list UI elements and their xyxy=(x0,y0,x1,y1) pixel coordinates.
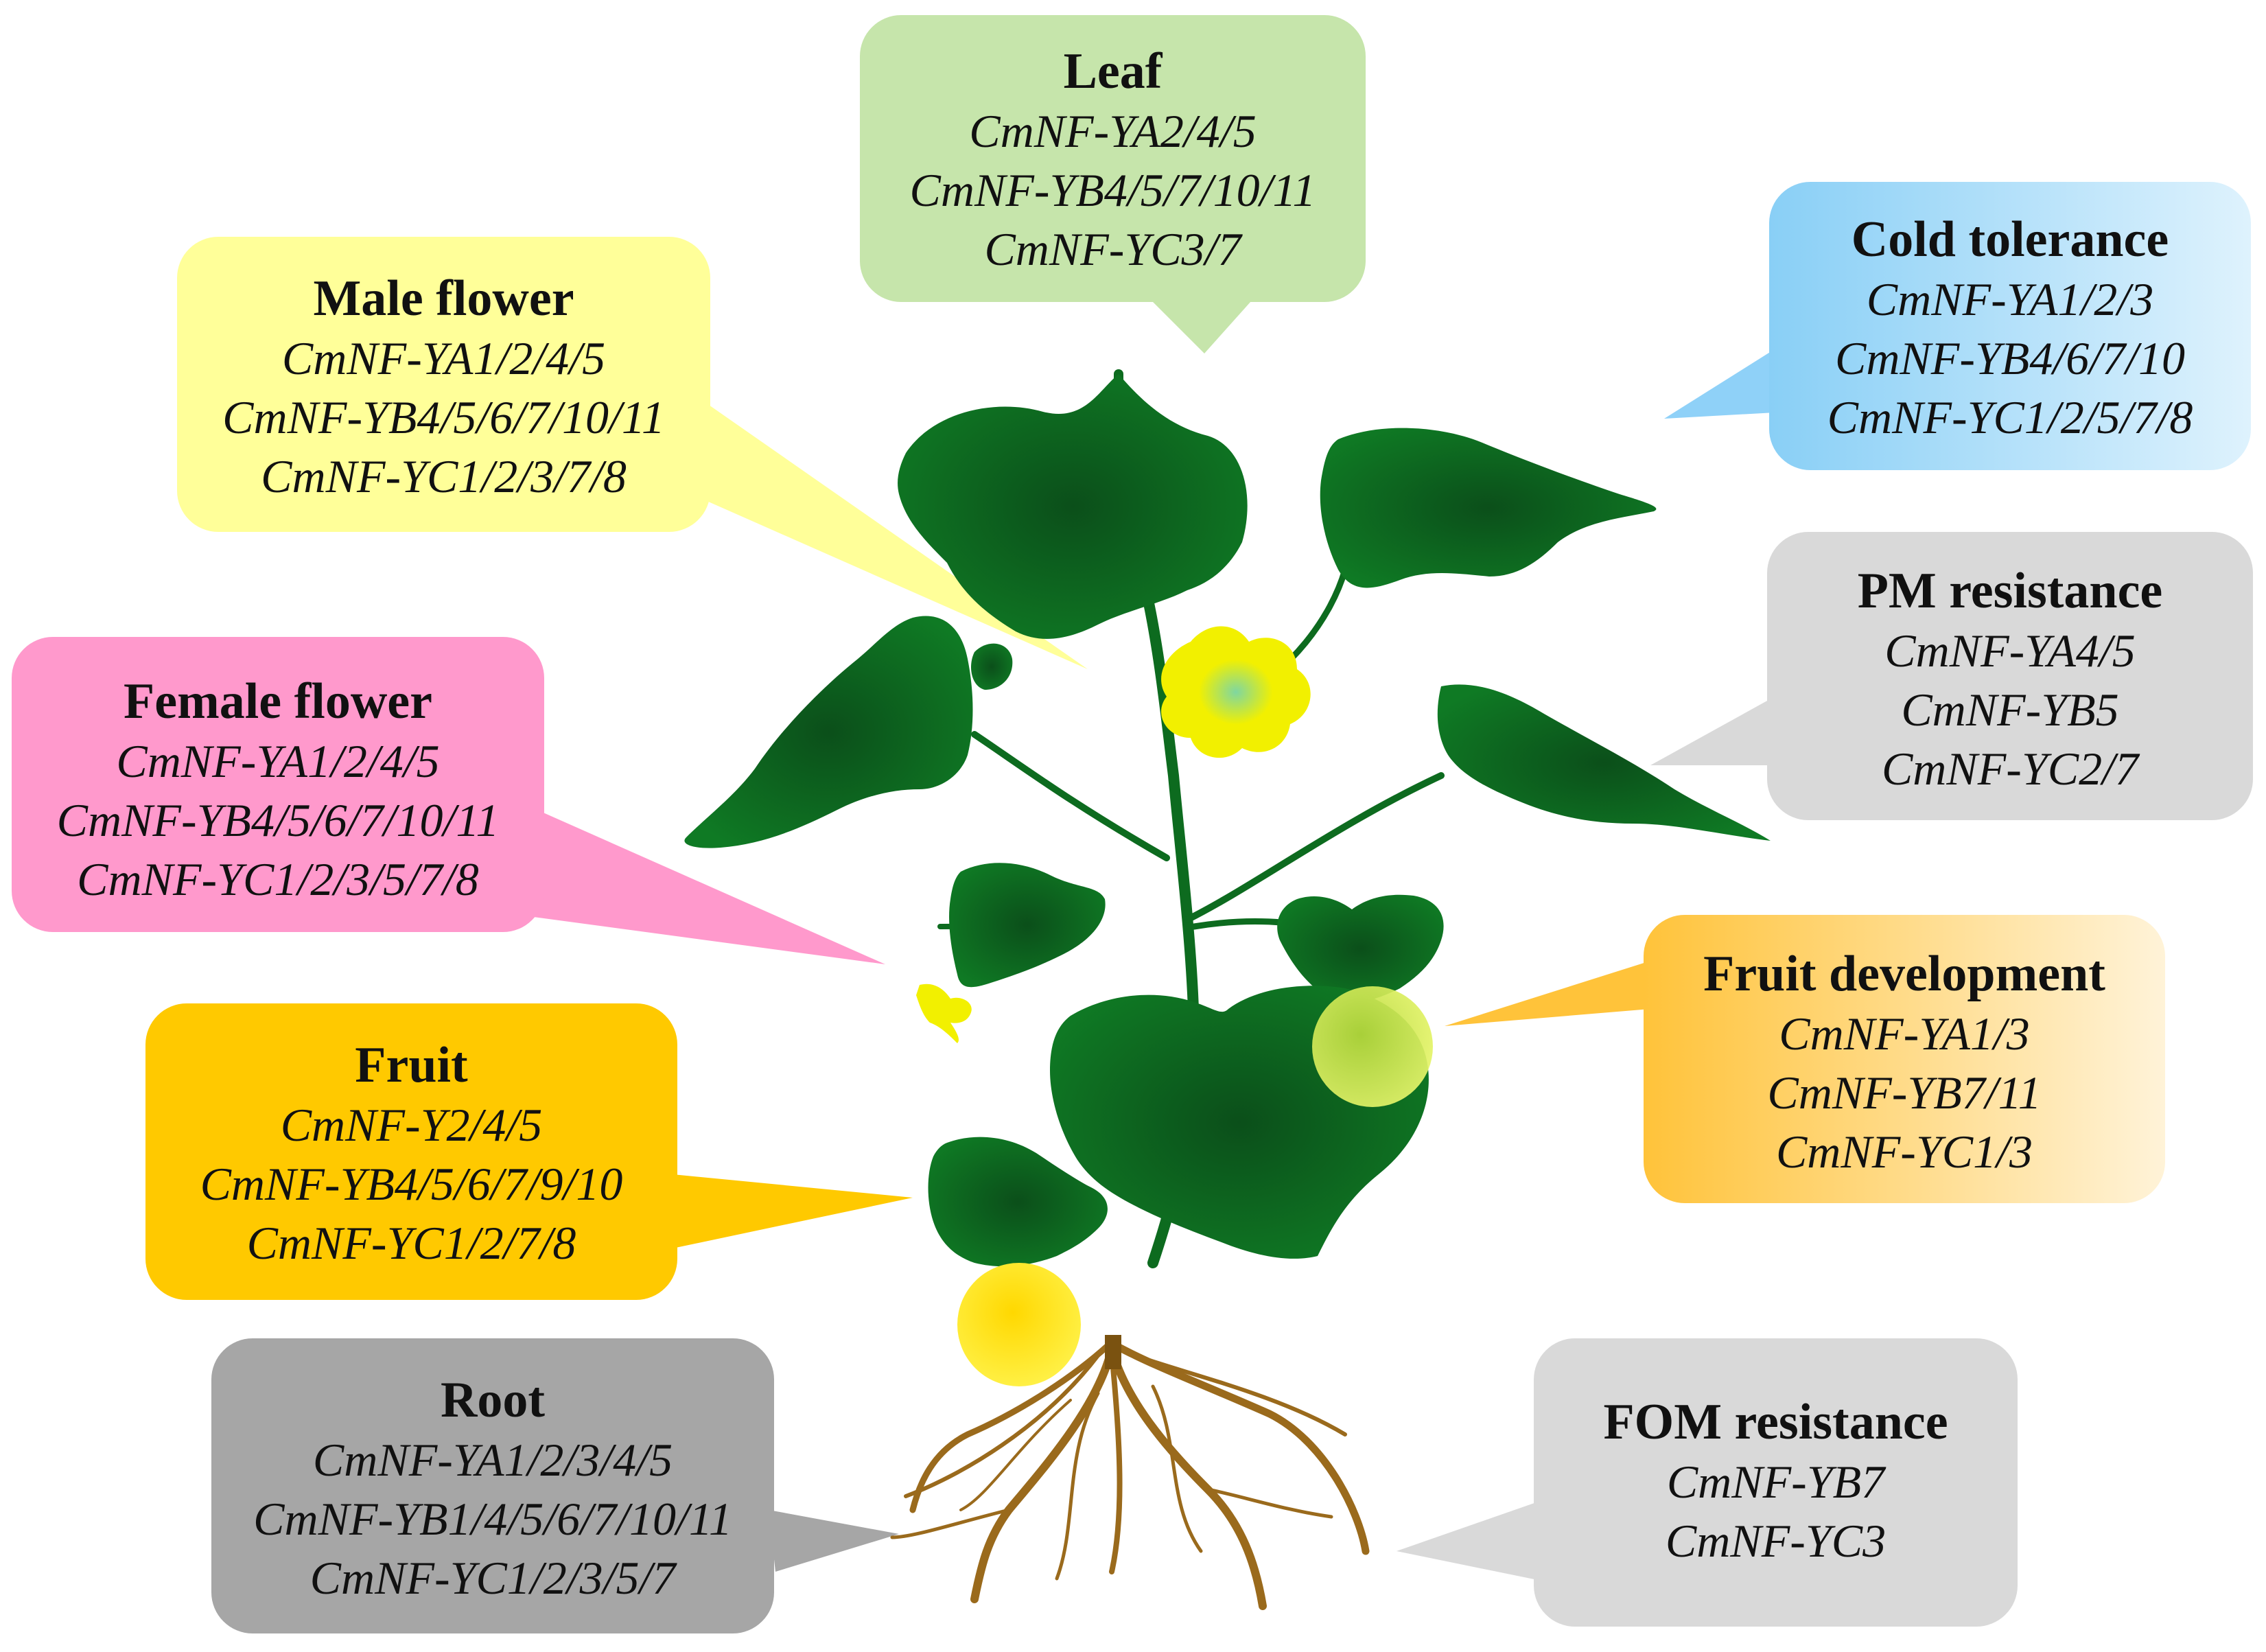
leaf-pointer xyxy=(1139,288,1263,353)
leaf-right xyxy=(1437,684,1771,841)
fruit-green xyxy=(1312,986,1433,1107)
root-gene-b: CmNF-YB1/4/5/6/7/10/11 xyxy=(253,1493,732,1545)
fruit-gene-b: CmNF-YB4/5/6/7/9/10 xyxy=(200,1158,623,1210)
pm-resistance-gene-a: CmNF-YA4/5 xyxy=(1884,625,2136,677)
leaf-gene-c: CmNF-YC3/7 xyxy=(984,223,1241,275)
leaf-bottom-left xyxy=(928,1137,1108,1267)
leaf-title: Leaf xyxy=(1063,43,1163,100)
pm-resistance-title: PM resistance xyxy=(1857,563,2163,619)
female-flower-gene-a: CmNF-YA1/2/4/5 xyxy=(116,735,440,787)
fom-resistance-pointer xyxy=(1397,1500,1547,1582)
leaf-gene-a: CmNF-YA2/4/5 xyxy=(969,105,1257,157)
root-collar xyxy=(1105,1335,1121,1369)
female-flower-gene-c: CmNF-YC1/2/3/5/7/8 xyxy=(77,853,479,905)
female-flower xyxy=(916,984,972,1043)
pm-resistance-gene-b: CmNF-YB5 xyxy=(1901,684,2119,736)
fom-resistance-title: FOM resistance xyxy=(1603,1394,1948,1450)
fruit-development-callout: Fruit development CmNF-YA1/3 CmNF-YB7/11… xyxy=(1644,915,2165,1203)
fom-resistance-gene-b: CmNF-YC3 xyxy=(1665,1515,1887,1567)
female-flower-pointer xyxy=(522,803,885,964)
leaf-small-right xyxy=(1277,894,1444,1003)
fruit-gene-a: CmNF-Y2/4/5 xyxy=(280,1099,543,1151)
cold-tolerance-gene-b: CmNF-YB4/6/7/10 xyxy=(1834,332,2186,384)
fruit-development-gene-a: CmNF-YA1/3 xyxy=(1779,1008,2030,1060)
root-gene-a: CmNF-YA1/2/3/4/5 xyxy=(312,1434,673,1486)
leaf-top xyxy=(898,374,1248,639)
male-flower-callout: Male flower CmNF-YA1/2/4/5 CmNF-YB4/5/6/… xyxy=(177,237,710,532)
leaf-left xyxy=(684,616,973,848)
fruit-development-title: Fruit development xyxy=(1703,946,2105,1002)
cold-tolerance-pointer xyxy=(1664,343,1788,419)
fruit-development-pointer xyxy=(1445,961,1650,1026)
pm-resistance-pointer xyxy=(1650,693,1784,765)
leaves xyxy=(684,374,1771,1267)
male-flower-title: Male flower xyxy=(313,270,574,327)
fruit-title: Fruit xyxy=(355,1037,468,1093)
male-flower xyxy=(1161,626,1311,758)
root-pointer xyxy=(769,1510,899,1572)
fruit-development-gene-b: CmNF-YB7/11 xyxy=(1767,1067,2042,1119)
fruit-pointer xyxy=(666,1174,913,1249)
leaf-gene-b: CmNF-YB4/5/7/10/11 xyxy=(909,164,1316,216)
roots xyxy=(890,1341,1370,1610)
fom-resistance-gene-a: CmNF-YB7 xyxy=(1666,1456,1885,1508)
leaf-left-lobe xyxy=(971,643,1013,690)
male-flower-gene-a: CmNF-YA1/2/4/5 xyxy=(281,332,606,384)
leaf-small-left xyxy=(949,863,1106,988)
root-title: Root xyxy=(440,1372,546,1428)
cold-tolerance-callout: Cold tolerance CmNF-YA1/2/3 CmNF-YB4/6/7… xyxy=(1769,182,2251,470)
female-flower-callout: Female flower CmNF-YA1/2/4/5 CmNF-YB4/5/… xyxy=(12,637,544,932)
pm-resistance-gene-c: CmNF-YC2/7 xyxy=(1881,743,2139,795)
fom-resistance-callout: FOM resistance CmNF-YB7 CmNF-YC3 xyxy=(1534,1338,2018,1627)
cold-tolerance-gene-a: CmNF-YA1/2/3 xyxy=(1866,273,2154,325)
fruit-yellow xyxy=(957,1263,1081,1386)
male-flower-gene-b: CmNF-YB4/5/6/7/10/11 xyxy=(222,391,665,443)
female-flower-gene-b: CmNF-YB4/5/6/7/10/11 xyxy=(56,794,500,846)
leaf-callout: Leaf CmNF-YA2/4/5 CmNF-YB4/5/7/10/11 CmN… xyxy=(860,15,1366,302)
cold-tolerance-title: Cold tolerance xyxy=(1851,211,2169,268)
cold-tolerance-gene-c: CmNF-YC1/2/5/7/8 xyxy=(1827,391,2193,443)
male-flower-gene-c: CmNF-YC1/2/3/7/8 xyxy=(261,450,627,502)
fruit-gene-c: CmNF-YC1/2/7/8 xyxy=(246,1217,576,1269)
leaf-upper-right xyxy=(1320,428,1657,588)
female-flower-title: Female flower xyxy=(124,673,432,730)
pm-resistance-callout: PM resistance CmNF-YA4/5 CmNF-YB5 CmNF-Y… xyxy=(1767,532,2253,820)
root-gene-c: CmNF-YC1/2/3/5/7 xyxy=(309,1552,676,1604)
fruit-callout: Fruit CmNF-Y2/4/5 CmNF-YB4/5/6/7/9/10 Cm… xyxy=(145,1003,677,1300)
root-callout: Root CmNF-YA1/2/3/4/5 CmNF-YB1/4/5/6/7/1… xyxy=(211,1338,774,1633)
fruit-development-gene-c: CmNF-YC1/3 xyxy=(1775,1126,2033,1178)
